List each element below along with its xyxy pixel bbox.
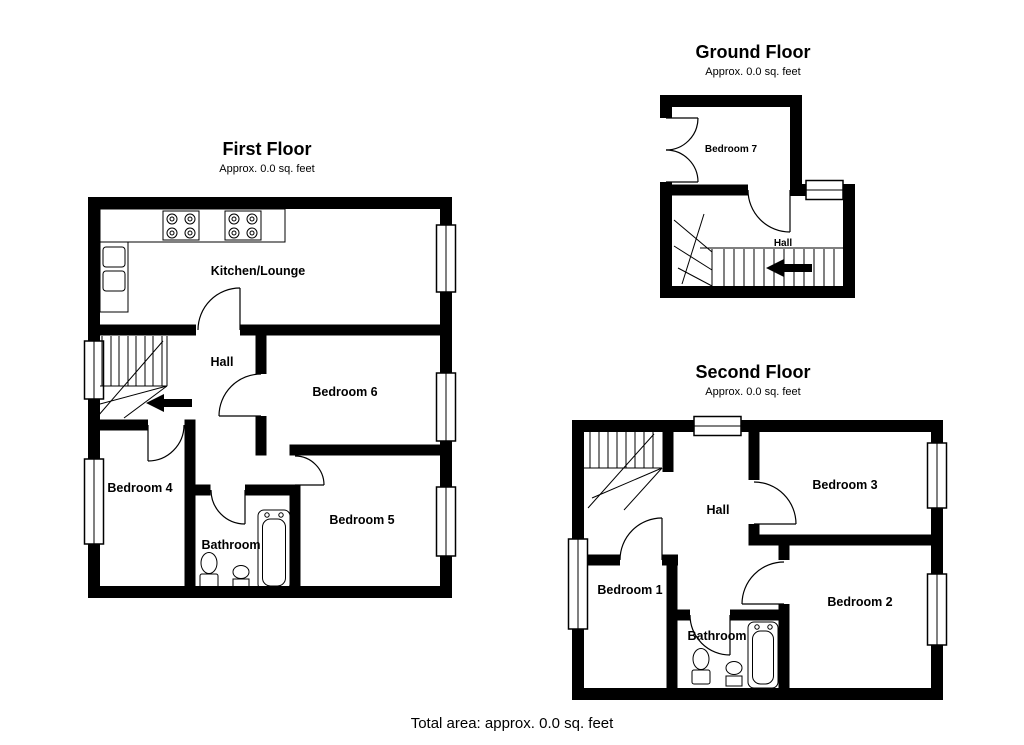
double-door-swing — [665, 117, 699, 183]
door-swing — [753, 481, 797, 525]
cooktop-icon — [224, 210, 262, 241]
room-label-bathroom-second: Bathroom — [687, 629, 746, 643]
window — [83, 340, 105, 400]
door-swing — [747, 189, 791, 233]
stairs-direction-arrow — [146, 394, 192, 412]
ground-floor-stairs — [673, 213, 843, 287]
door-swing — [741, 561, 785, 605]
toilet-icon — [199, 552, 219, 589]
cooktop-icon — [162, 210, 200, 241]
second-floor-interior-walls — [572, 420, 937, 694]
window — [693, 415, 742, 437]
first-floor-subtitle: Approx. 0.0 sq. feet — [219, 163, 314, 175]
room-label-bedroom6: Bedroom 6 — [312, 385, 377, 399]
room-label-bathroom-first: Bathroom — [201, 538, 260, 552]
first-floor-plan: First Floor Approx. 0.0 sq. feet Kitchen… — [83, 139, 457, 598]
toilet-icon — [691, 648, 711, 685]
kitchen-counter — [99, 208, 286, 313]
room-label-bedroom5: Bedroom 5 — [329, 513, 394, 527]
first-floor-outline — [88, 197, 452, 598]
room-label-kitchen-lounge: Kitchen/Lounge — [211, 264, 305, 278]
first-floor-stairs — [97, 336, 168, 419]
door-swing — [210, 489, 246, 525]
window — [435, 486, 457, 557]
window — [805, 179, 844, 201]
second-floor-plan: Second Floor Approx. 0.0 sq. feet Hall B… — [567, 362, 948, 700]
door-swing — [147, 424, 185, 462]
room-label-bedroom1: Bedroom 1 — [597, 583, 662, 597]
door-swing — [294, 455, 325, 486]
second-floor-stairs — [584, 432, 663, 511]
stairs-direction-arrow — [766, 259, 812, 277]
room-label-hall-first: Hall — [211, 355, 234, 369]
first-floor-title: First Floor — [223, 139, 312, 159]
room-label-hall-ground: Hall — [774, 238, 793, 249]
total-area-note: Total area: approx. 0.0 sq. feet — [411, 715, 614, 732]
room-label-bedroom3: Bedroom 3 — [812, 478, 877, 492]
ground-floor-interior-walls — [660, 184, 748, 196]
door-swing — [197, 287, 241, 331]
window — [567, 538, 589, 630]
door-swing — [619, 517, 663, 561]
second-floor-title: Second Floor — [695, 362, 810, 382]
ground-floor-subtitle: Approx. 0.0 sq. feet — [705, 66, 800, 78]
ground-floor-title: Ground Floor — [696, 42, 811, 62]
ground-floor-plan: Ground Floor Approx. 0.0 sq. feet Bedroo… — [658, 42, 855, 298]
sink-icon — [725, 661, 743, 687]
first-floor-interior-walls — [88, 324, 452, 592]
room-label-bedroom4: Bedroom 4 — [107, 481, 172, 495]
sink-icon — [232, 565, 250, 590]
window — [926, 573, 948, 646]
ground-floor-outline — [660, 95, 855, 298]
door-swing — [218, 373, 262, 417]
window — [926, 442, 948, 509]
bathtub-icon — [257, 509, 291, 591]
window — [435, 372, 457, 442]
bathtub-icon — [747, 621, 779, 689]
kitchen-sink-icon — [102, 246, 126, 292]
room-label-bedroom2: Bedroom 2 — [827, 595, 892, 609]
room-label-hall-second: Hall — [707, 503, 730, 517]
door-swing — [689, 614, 731, 656]
second-floor-subtitle: Approx. 0.0 sq. feet — [705, 386, 800, 398]
room-label-bedroom7: Bedroom 7 — [705, 144, 758, 155]
window — [435, 224, 457, 293]
window — [83, 458, 105, 545]
